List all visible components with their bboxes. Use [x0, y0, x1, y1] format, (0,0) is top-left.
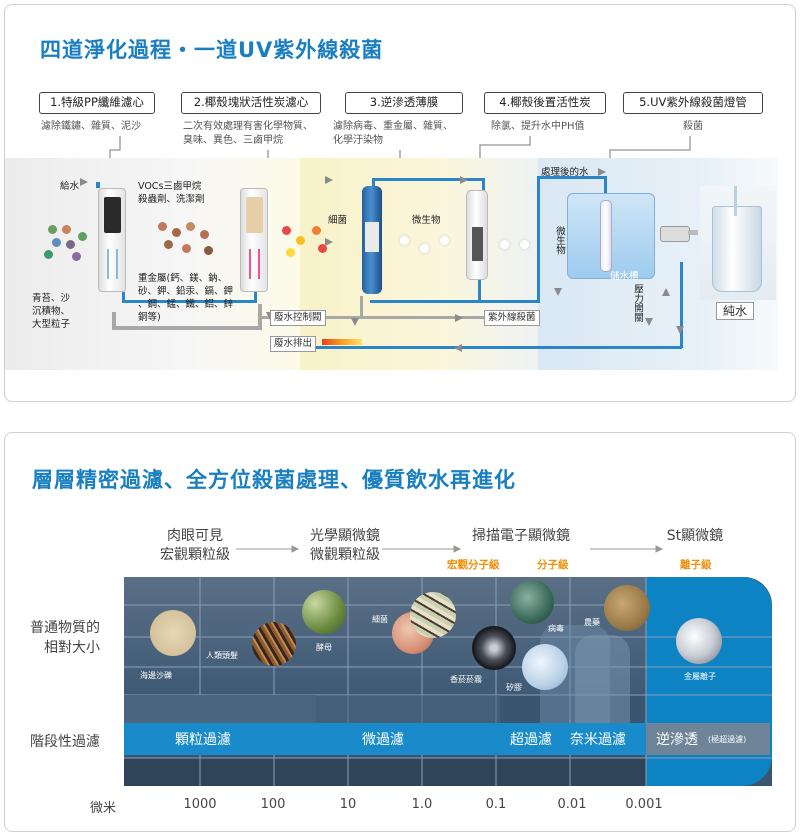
row-label-size: 普通物質的相對大小 — [30, 620, 100, 656]
axis-unit: 微米 — [90, 801, 117, 816]
stage-label-uf: 超過濾 — [510, 732, 552, 748]
stage-box-3: 3.逆滲透薄膜 — [345, 92, 463, 114]
sub-head-molecule: 分子級 — [537, 559, 569, 571]
post-carbon-filter — [466, 190, 488, 280]
stage-box-4: 4.椰殼後置活性炭 — [484, 92, 606, 114]
feed-water-label: 給水 — [60, 181, 80, 192]
stage-box-2: 2.椰殼塊狀活性炭濾心 — [181, 92, 321, 114]
axis-value: 100 — [260, 797, 286, 812]
row-label-filtration: 階段性過濾 — [30, 734, 100, 750]
sub-head-macromolecule: 宏觀分子級 — [447, 559, 500, 571]
panel1-title: 四道淨化過程・一道UV紫外線殺菌 — [40, 38, 384, 62]
item-label-virus: 病毒 — [548, 624, 564, 633]
item-label-metal-ion: 金屬離子 — [684, 672, 716, 681]
axis-value: 10 — [339, 797, 357, 812]
contaminant-dot — [48, 225, 57, 234]
panel2-title: 層層精密過濾、全方位殺菌處理、優質飲水再進化 — [32, 468, 516, 492]
stage-band-ro — [646, 723, 770, 755]
stage-desc-3: 濾除病毒、重金屬、雜質、化學汙染物 — [333, 121, 453, 146]
smoke-image — [472, 626, 516, 670]
stage-desc-5: 殺菌 — [683, 121, 703, 132]
pressure-valve-label: 壓力開關 — [632, 284, 643, 322]
scale-head-optical: 光學顯微鏡微觀顆粒級 — [310, 528, 380, 563]
axis-value: 1.0 — [411, 797, 433, 812]
stage-label-particle: 顆粒過濾 — [175, 732, 231, 748]
stage-band-uf-nf — [500, 723, 646, 755]
treated-water-label: 處理後的水 — [541, 167, 589, 178]
pesticide-image — [604, 585, 650, 631]
item-label-yeast: 酵母 — [316, 643, 332, 652]
vocs-label: VOCs三鹵甲烷殺蟲劑、洗潔劑 — [138, 181, 205, 205]
scale-head-sem: 掃描電子顯微鏡 — [472, 528, 570, 544]
axis-value: 0.001 — [625, 797, 663, 812]
stage-box-5: 5.UV紫外線殺菌燈管 — [623, 92, 763, 114]
microbes-vertical-label: 微生物 — [554, 226, 565, 255]
yeast-image — [302, 590, 346, 634]
pure-water-photo — [700, 186, 776, 300]
carbon-filter-cartridge — [240, 188, 268, 292]
waste-control-label: 廢水控制閥 — [270, 310, 326, 326]
stage-label-nf: 奈米過濾 — [570, 732, 626, 748]
waste-drain-label: 廢水排出 — [270, 336, 317, 352]
item-label-silica: 矽膠 — [506, 683, 522, 692]
bacteria-image — [410, 592, 456, 638]
sub-head-ion: 離子級 — [680, 559, 712, 571]
stage-label-ro-note: (極超過濾) — [708, 735, 747, 744]
bacteria-label: 細菌 — [328, 215, 348, 226]
item-label-hair: 人類頭髮 — [206, 651, 238, 660]
item-label-pesticide: 農藥 — [584, 618, 600, 627]
stage-label-micro: 微過濾 — [362, 732, 404, 748]
stage-band-micro — [316, 723, 500, 755]
algae-label: 青苔、沙沉積物、大型粒子 — [32, 293, 71, 330]
uv-sterilize-label: 紫外線殺菌 — [484, 310, 540, 326]
pure-water-label: 純水 — [716, 302, 755, 320]
sand-image — [150, 610, 196, 656]
item-label-bacteria: 細菌 — [372, 615, 388, 624]
virus-image — [510, 580, 554, 624]
stage-band-particle — [124, 723, 316, 755]
storage-tank-label: 儲水槽 — [610, 271, 639, 282]
heavy-metals-label: 重金屬(鈣、鎂、鈉、砂、鉀、鉛汞、鎘、鉀、鋼、錳、鐵、鋁、鋅銅等) — [138, 273, 234, 323]
scale-head-visible: 肉眼可見宏觀顆粒級 — [160, 528, 230, 563]
axis-value: 0.1 — [485, 797, 507, 812]
stage-box-1: 1.特級PP纖維濾心 — [39, 92, 155, 114]
stage-bg-ro — [300, 158, 538, 370]
axis-value: 0.01 — [557, 797, 587, 812]
waste-drain-bar — [322, 339, 362, 345]
ro-membrane — [362, 186, 382, 294]
stage-desc-1: 濾除鐵鏽、雜質、泥沙 — [41, 121, 141, 132]
scale-head-st: St顯微鏡 — [666, 528, 724, 544]
stage-desc-2: 二次有效處理有害化學物質、臭味、異色、三鹵甲烷 — [183, 121, 313, 146]
stage-label-ro: 逆滲透 — [656, 732, 698, 748]
hair-image — [252, 622, 296, 666]
item-label-sand: 海邊沙礫 — [140, 671, 172, 680]
microbes-label: 微生物 — [412, 215, 441, 226]
axis-value: 1000 — [183, 797, 217, 812]
storage-tank — [567, 193, 655, 279]
item-label-smoke: 香菸菸霧 — [450, 675, 482, 684]
metal-ion-image — [676, 618, 722, 664]
stage-desc-4: 除氯、提升水中PH值 — [491, 121, 585, 132]
silica-image — [522, 644, 568, 690]
pp-filter-cartridge — [98, 188, 126, 292]
